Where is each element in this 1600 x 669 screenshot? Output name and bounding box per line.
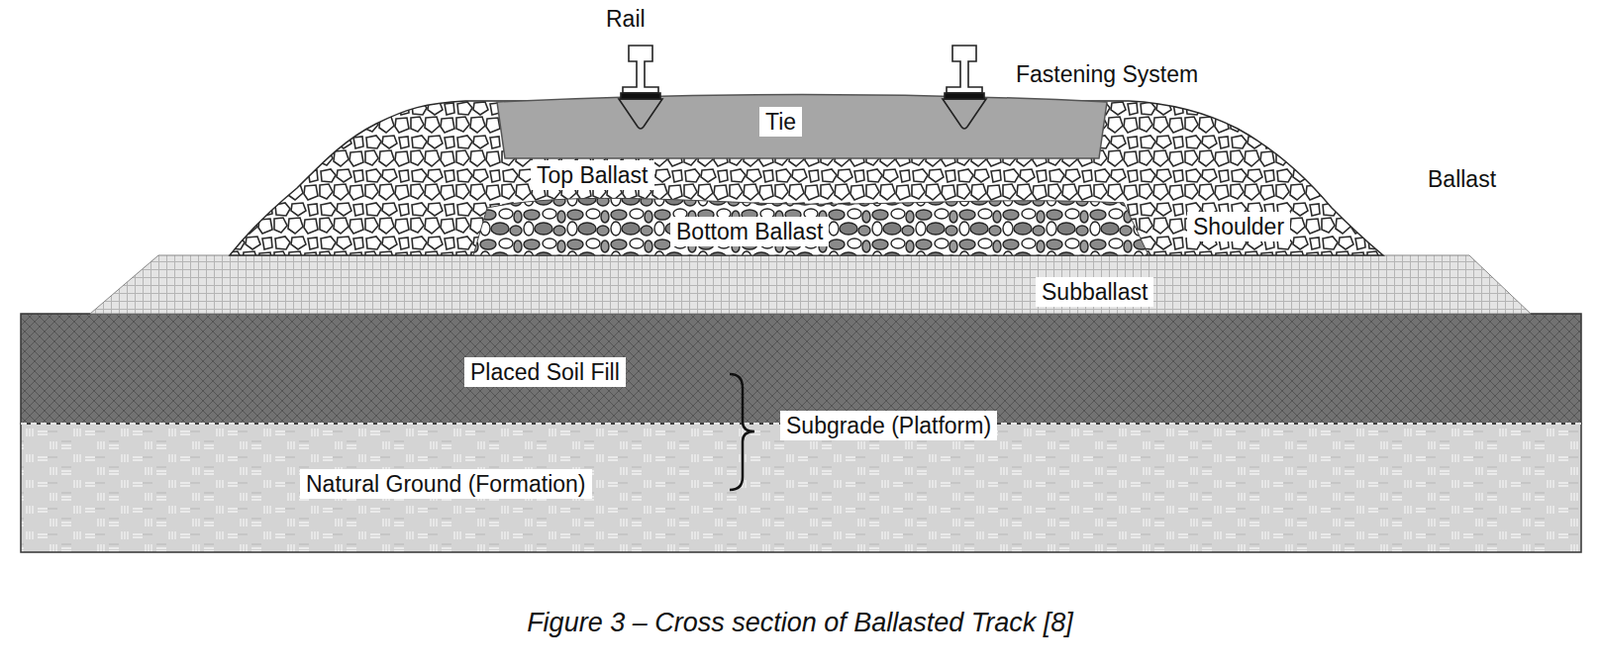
figure-caption: Figure 3 – Cross section of Ballasted Tr… <box>0 607 1600 639</box>
fastening-label: Fastening System <box>1009 59 1204 90</box>
shoulder-label: Shoulder <box>1187 211 1291 242</box>
subballast-layer <box>90 255 1531 314</box>
tie-sleeper <box>497 95 1107 160</box>
soil-fill-label: Placed Soil Fill <box>464 357 626 388</box>
placed-soil-fill <box>20 313 1582 424</box>
ballast-label: Ballast <box>1421 164 1502 195</box>
natural-ground-label: Natural Ground (Formation) <box>300 469 593 500</box>
subgrade-brace <box>729 374 755 491</box>
top-ballast-label: Top Ballast <box>530 160 655 191</box>
subballast-label: Subballast <box>1035 277 1154 307</box>
tie-label: Tie <box>759 106 802 137</box>
subgrade-label: Subgrade (Platform) <box>780 410 998 441</box>
bottom-ballast-label: Bottom Ballast <box>670 216 829 247</box>
rail-left <box>618 45 663 129</box>
bottom-ballast-layer <box>473 198 1149 256</box>
rail-label: Rail <box>600 3 652 34</box>
rail-right <box>942 45 987 129</box>
natural-ground <box>20 423 1582 553</box>
